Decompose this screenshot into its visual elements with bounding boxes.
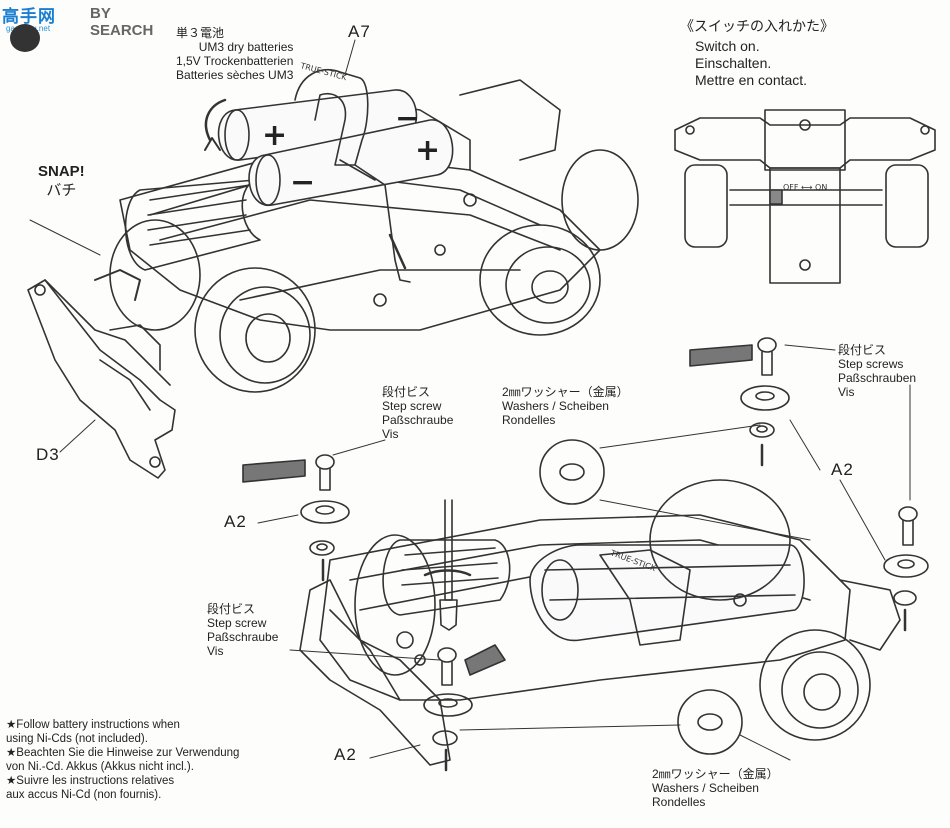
step-screws-right-line-2: Paßschrauben	[838, 371, 917, 385]
watermark-logo: 高手网	[2, 7, 56, 26]
top-chassis-drawing	[109, 69, 639, 393]
switch-inset-drawing	[674, 109, 936, 284]
battery-label-line-3: Batteries sèches UM3	[176, 68, 294, 82]
battery-minus-mark-1: −	[395, 101, 420, 136]
switch-title: 《スイッチの入れかた》	[680, 18, 834, 34]
note-line-4: von Ni.-Cd. Akkus (Akkus nicht incl.).	[6, 761, 194, 773]
step-screw-label-lower: 段付ビス Step screw Paßschraube Vis	[207, 602, 278, 658]
washers-bottom-line-1: Washers / Scheiben	[652, 781, 759, 795]
fastener-drawings	[242, 337, 929, 772]
battery-plus-mark-1: +	[262, 118, 287, 153]
note-line-2: using Ni-Cds (not included).	[6, 733, 148, 745]
switch-instructions: Switch on. Einschalten. Mettre en contac…	[695, 38, 807, 89]
step-screws-right-line-3: Vis	[838, 385, 855, 399]
battery-label-title: 単３電池	[176, 26, 225, 40]
step-screw-mid-line-3: Vis	[382, 427, 399, 441]
step-screw-mid-title: 段付ビス	[382, 385, 431, 399]
step-screws-right-line-1: Step screws	[838, 357, 904, 371]
part-label-a2-right: A2	[831, 460, 854, 479]
washers-bottom-line-2: Rondelles	[652, 795, 706, 809]
step-number-badge	[10, 24, 40, 52]
watermark-search-text: BY SEARCH	[90, 5, 154, 39]
snap-text-ja: バチ	[46, 182, 77, 199]
bottom-chassis-drawing	[299, 479, 901, 766]
part-label-a2-left: A2	[224, 512, 247, 531]
battery-label-line-1: UM3 dry batteries	[198, 40, 294, 54]
switch-line-1: Switch on.	[695, 38, 760, 54]
battery-label-line-2: 1,5V Trockenbatterien	[176, 54, 294, 68]
d3-bumper-drawing	[27, 269, 176, 479]
note-line-3: ★Beachten Sie die Hinweise zur Verwendun…	[6, 747, 240, 759]
washers-label-bottom: 2㎜ワッシャー（金属） Washers / Scheiben Rondelles	[652, 767, 779, 809]
washers-top-line-1: Washers / Scheiben	[502, 399, 609, 413]
part-label-a7: A7	[348, 22, 371, 41]
step-screw-mid-line-2: Paßschraube	[382, 413, 454, 427]
step-screw-lower-line-3: Vis	[207, 644, 224, 658]
washers-top-line-2: Rondelles	[502, 413, 556, 427]
washers-bottom-title: 2㎜ワッシャー（金属）	[652, 767, 779, 781]
step-screw-mid-line-1: Step screw	[382, 399, 442, 413]
washers-label-top: 2㎜ワッシャー（金属） Washers / Scheiben Rondelles	[502, 385, 629, 427]
step-screw-lower-line-2: Paßschraube	[207, 630, 279, 644]
part-label-a2-bottom: A2	[334, 745, 357, 764]
switch-off-on-label: OFF ⟷ ON	[783, 183, 827, 192]
step-screws-label-right: 段付ビス Step screws Paßschrauben Vis	[838, 343, 916, 399]
snap-callout: SNAP! バチ	[38, 162, 85, 200]
note-line-5: ★Suivre les instructions relatives	[6, 775, 175, 787]
switch-line-3: Mettre en contact.	[695, 72, 808, 88]
snap-text-en: SNAP!	[38, 163, 85, 180]
switch-line-2: Einschalten.	[695, 55, 772, 71]
nicd-notes: ★Follow battery instructions when using …	[6, 718, 239, 802]
step-screw-label-mid: 段付ビス Step screw Paßschraube Vis	[382, 385, 453, 441]
battery-plus-mark-2: +	[415, 133, 440, 168]
part-label-d3: D3	[36, 445, 60, 464]
battery-pair	[217, 89, 454, 206]
note-line-1: ★Follow battery instructions when	[6, 719, 180, 731]
step-screw-lower-line-1: Step screw	[207, 616, 267, 630]
note-line-6: aux accus Ni-Cd (non fournis).	[6, 789, 162, 801]
battery-label: 単３電池 UM3 dry batteries 1,5V Trockenbatte…	[176, 26, 293, 82]
step-screws-right-title: 段付ビス	[838, 343, 887, 357]
step-screw-lower-title: 段付ビス	[207, 602, 256, 616]
washers-top-title: 2㎜ワッシャー（金属）	[502, 385, 629, 399]
leader-lines	[257, 344, 911, 761]
battery-minus-mark-2: −	[290, 165, 315, 200]
